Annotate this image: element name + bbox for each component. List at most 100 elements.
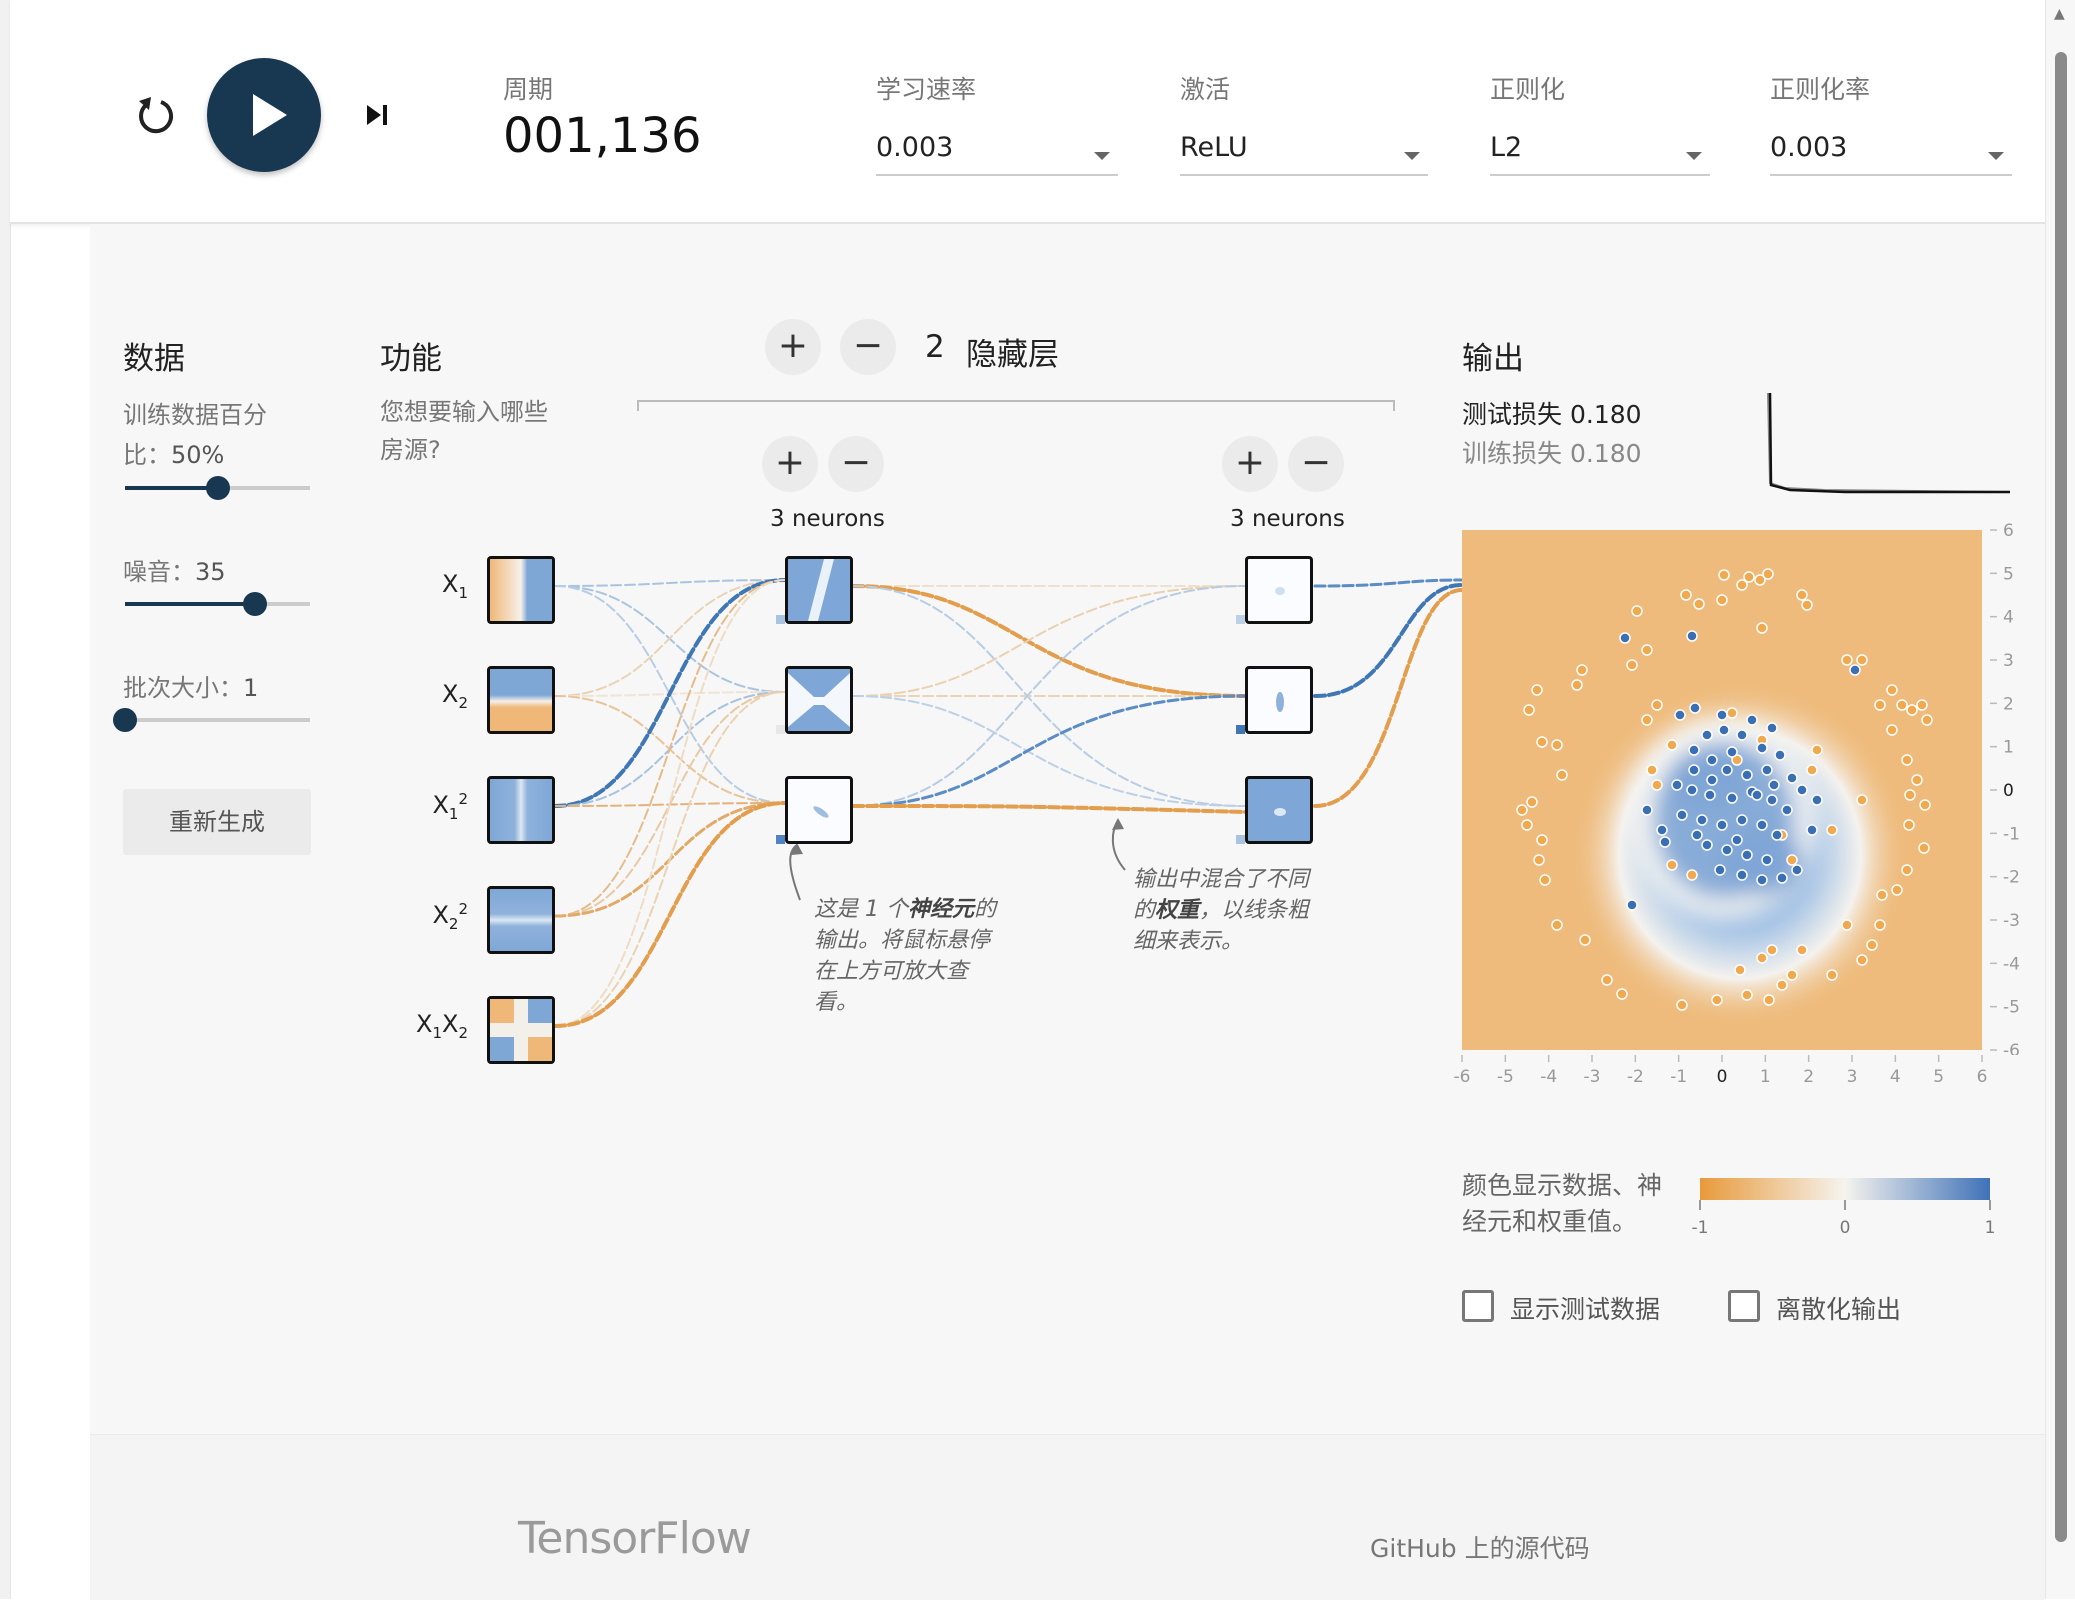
data-points xyxy=(1516,568,1933,1011)
x-tick-label: 6 xyxy=(1977,1067,1988,1087)
window-frame-left xyxy=(0,0,11,1599)
feature-label-x1-squared: X12 xyxy=(432,790,468,823)
loss-chart xyxy=(1767,392,2011,494)
neuron-bias-indicator xyxy=(776,615,785,624)
noise-slider[interactable] xyxy=(125,592,310,616)
neuron-l1-n3-heatmap xyxy=(813,806,829,818)
test-loss: 测试损失 0.180 xyxy=(1462,400,1642,429)
feature-x1-squared[interactable] xyxy=(487,776,555,844)
neuron-l1-n1[interactable] xyxy=(785,556,853,624)
slider-knob[interactable] xyxy=(205,476,230,500)
scale-tick-min: -1 xyxy=(1692,1218,1709,1238)
github-source-link[interactable]: GitHub 上的源代码 xyxy=(1370,1534,1590,1563)
tensorflow-logo[interactable]: TensorFlow xyxy=(518,1513,752,1564)
discretize-output-checkbox[interactable] xyxy=(1728,1290,1760,1322)
add-neuron-layer1-button[interactable]: + xyxy=(762,436,818,492)
scrollbar-thumb[interactable] xyxy=(2055,52,2067,1542)
x-tick-label: 4 xyxy=(1890,1067,1901,1087)
remove-neuron-layer1-button[interactable]: − xyxy=(828,436,884,492)
neuron-l2-n3-heatmap xyxy=(1274,808,1286,816)
show-test-data-label[interactable]: 显示测试数据 xyxy=(1510,1295,1661,1324)
feature-x2-squared[interactable] xyxy=(487,886,555,954)
neuron-l2-n1[interactable] xyxy=(1245,556,1313,624)
x-tick-label: 3 xyxy=(1847,1067,1858,1087)
learning-rate-label: 学习速率 xyxy=(876,75,977,104)
neuron-l1-n2[interactable] xyxy=(785,666,853,734)
hidden-layer-label: 隐藏层 xyxy=(966,337,1059,373)
neuron-bias-indicator xyxy=(1236,615,1245,624)
reset-button[interactable] xyxy=(125,85,185,145)
feature-x1x2-heatmap xyxy=(490,999,552,1061)
x-tick-label: 2 xyxy=(1803,1067,1814,1087)
dropdown-arrow-icon xyxy=(1094,152,1110,160)
neuron-l2-n2[interactable] xyxy=(1245,666,1313,734)
network-connections xyxy=(553,578,1464,1028)
discretize-output-label[interactable]: 离散化输出 xyxy=(1776,1295,1902,1324)
train-ratio-label-suffix: 比： xyxy=(123,441,171,469)
layer1-neurons-label: 3 neurons xyxy=(770,506,885,532)
scale-tick-max: 1 xyxy=(1985,1218,1996,1238)
activation-label: 激活 xyxy=(1180,75,1231,104)
remove-layer-button[interactable]: − xyxy=(840,319,896,375)
learning-rate-value: 0.003 xyxy=(876,132,954,163)
slider-knob[interactable] xyxy=(113,708,137,732)
regenerate-button[interactable]: 重新生成 xyxy=(123,789,311,855)
activation-value: ReLU xyxy=(1180,132,1248,163)
y-tick-label: -3 xyxy=(2003,911,2020,931)
neuron-l1-n1-heatmap xyxy=(788,559,850,621)
show-test-data-checkbox[interactable] xyxy=(1462,1290,1494,1322)
step-icon xyxy=(367,105,387,125)
learning-rate-select[interactable]: 0.003 xyxy=(876,128,1118,176)
regularization-rate-select[interactable]: 0.003 xyxy=(1770,128,2012,176)
output-heatmap[interactable] xyxy=(1462,530,1982,1050)
hidden-layers-bracket xyxy=(637,400,1395,411)
color-legend-text: 颜色显示数据、神 经元和权重值。 xyxy=(1462,1171,1663,1236)
layer2-neurons-label: 3 neurons xyxy=(1230,506,1345,532)
remove-neuron-layer2-button[interactable]: − xyxy=(1288,436,1344,492)
page-scrollbar[interactable]: ▲ xyxy=(2045,0,2075,1599)
batch-size-label: 批次大小：1 xyxy=(123,668,258,703)
neuron-bias-indicator xyxy=(1236,725,1245,734)
y-tick-label: 3 xyxy=(2003,651,2014,671)
y-tick-label: 1 xyxy=(2003,738,2014,758)
color-scale-axis: -1 0 1 xyxy=(1692,1200,1996,1238)
regularization-rate-value: 0.003 xyxy=(1770,132,1848,163)
regularization-label: 正则化 xyxy=(1490,75,1566,104)
train-ratio-slider[interactable] xyxy=(125,476,310,500)
feature-x2-squared-heatmap xyxy=(490,889,552,951)
regularization-select[interactable]: L2 xyxy=(1490,128,1710,176)
scroll-up-icon[interactable]: ▲ xyxy=(2054,6,2065,22)
x-tick-label: 1 xyxy=(1760,1067,1771,1087)
play-button[interactable] xyxy=(207,58,321,172)
y-tick-label: -6 xyxy=(2003,1041,2020,1055)
features-question: 您想要输入哪些 xyxy=(380,398,548,426)
dropdown-arrow-icon xyxy=(1404,152,1420,160)
train-loss: 训练损失 0.180 xyxy=(1462,439,1642,468)
step-button[interactable] xyxy=(355,95,399,135)
feature-x2[interactable] xyxy=(487,666,555,734)
epoch-label: 周期 xyxy=(503,75,554,104)
neuron-l2-n3[interactable] xyxy=(1245,776,1313,844)
train-ratio-label-2: 比：50% xyxy=(123,435,224,470)
reset-icon xyxy=(139,97,174,134)
noise-label: 噪音：35 xyxy=(123,552,226,587)
regularization-rate-label: 正则化率 xyxy=(1770,75,1871,104)
y-tick-label: -4 xyxy=(2003,954,2020,974)
feature-label-x1x2: X1X2 xyxy=(416,1010,468,1042)
add-neuron-layer2-button[interactable]: + xyxy=(1222,436,1278,492)
batch-size-slider[interactable] xyxy=(113,708,310,732)
activation-select[interactable]: ReLU xyxy=(1180,128,1428,176)
weights-note: 输出中混合了不同 的权重，以线条粗 细来表示。 xyxy=(1133,867,1310,954)
feature-x1[interactable] xyxy=(487,556,555,624)
y-tick-label: 4 xyxy=(2003,608,2014,628)
neuron-l1-n3[interactable] xyxy=(785,776,853,844)
x-tick-label: -6 xyxy=(1454,1067,1471,1087)
slider-knob[interactable] xyxy=(242,592,267,616)
output-title: 输出 xyxy=(1462,341,1524,377)
feature-x1-heatmap xyxy=(490,559,552,621)
feature-label-x1: X1 xyxy=(442,570,468,602)
footer xyxy=(90,1434,2045,1600)
add-layer-button[interactable]: + xyxy=(765,319,821,375)
train-ratio-value: 50% xyxy=(171,441,225,469)
feature-x1x2[interactable] xyxy=(487,996,555,1064)
